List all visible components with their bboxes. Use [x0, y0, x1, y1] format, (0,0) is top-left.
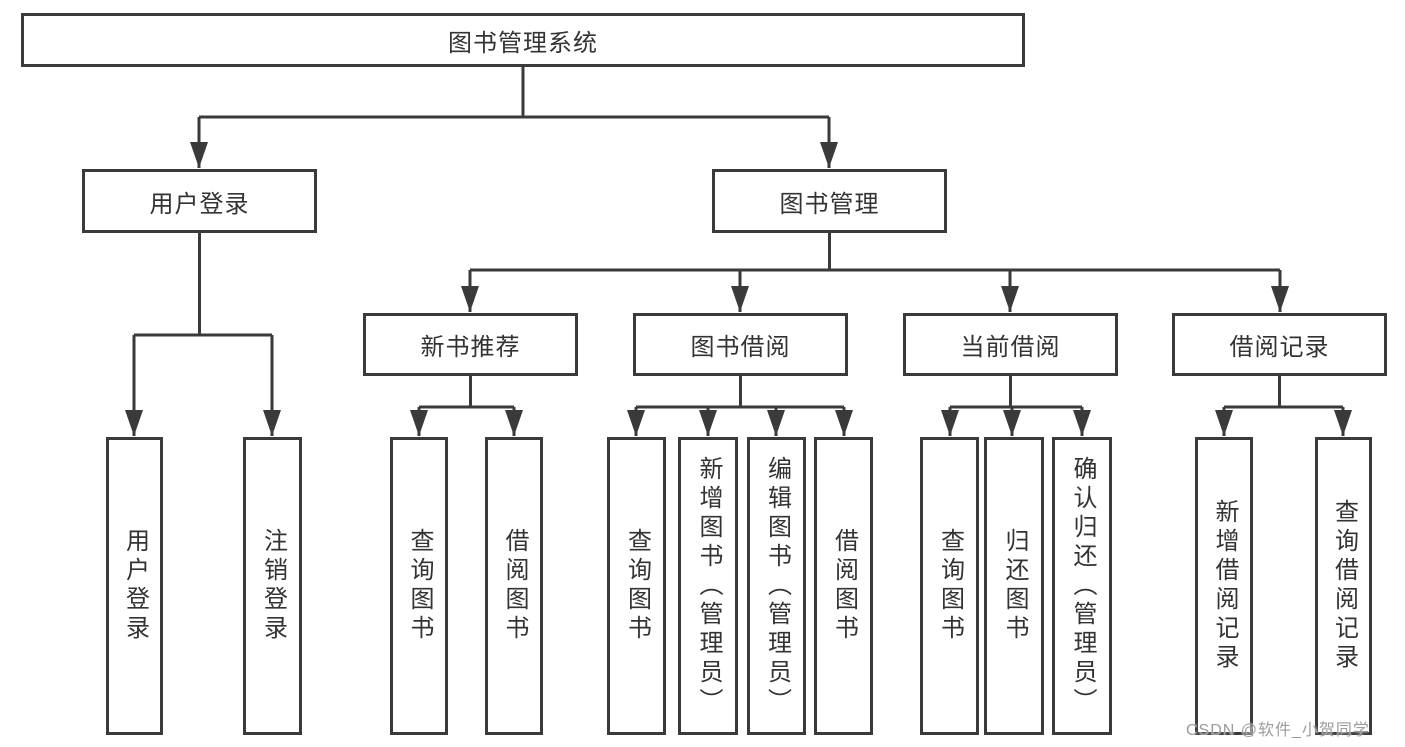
- node-user-login-label: 用户登录: [149, 190, 250, 218]
- node-new-book-recommend-label: 新书推荐: [420, 334, 521, 361]
- node-query-books-current-label: 查询图书: [936, 528, 964, 644]
- node-book-management: 图书管理: [712, 169, 947, 233]
- connector-borrowing-records: [1224, 374, 1343, 409]
- node-borrow-books-recommend: 借阅图书: [485, 437, 543, 735]
- node-borrow-books-recommend-label: 借阅图书: [501, 528, 528, 644]
- node-user-login-leaf: 用户登录: [106, 437, 163, 735]
- node-book-management-label: 图书管理: [779, 190, 880, 218]
- node-query-books-current: 查询图书: [920, 437, 979, 735]
- node-new-book-recommend: 新书推荐: [363, 313, 578, 376]
- node-query-borrow-record: 查询借阅记录: [1315, 437, 1372, 735]
- node-add-borrow-record-label: 新增借阅记录: [1211, 499, 1238, 673]
- node-confirm-return-admin: 确认归还（管理员）: [1052, 437, 1112, 735]
- node-add-books-admin-label: 新增图书（管理员）: [695, 455, 722, 717]
- node-user-login: 用户登录: [82, 169, 317, 233]
- node-return-books-label: 归还图书: [1001, 528, 1028, 644]
- node-query-borrow-record-label: 查询借阅记录: [1330, 499, 1358, 673]
- connector-user-login: [134, 231, 272, 337]
- node-borrowing-records: 借阅记录: [1172, 313, 1387, 376]
- connector-book-borrowing: [636, 374, 844, 409]
- node-borrow-books-borrowing-label: 借阅图书: [830, 528, 858, 644]
- watermark: CSDN @软件_小贺同学: [1186, 722, 1370, 739]
- connector-current-borrowing: [950, 374, 1082, 409]
- node-edit-books-admin: 编辑图书（管理员）: [747, 437, 806, 735]
- node-current-borrowing: 当前借阅: [903, 313, 1118, 376]
- connector-root: [199, 66, 829, 119]
- node-return-books: 归还图书: [984, 437, 1044, 735]
- node-confirm-return-admin-label: 确认归还（管理员）: [1069, 455, 1096, 717]
- node-book-borrowing: 图书借阅: [633, 313, 848, 376]
- node-query-books-borrowing-label: 查询图书: [623, 528, 651, 644]
- node-library-system: 图书管理系统: [21, 13, 1025, 67]
- node-add-books-admin: 新增图书（管理员）: [678, 437, 738, 735]
- node-edit-books-admin-label: 编辑图书（管理员）: [763, 455, 791, 717]
- node-borrowing-records-label: 借阅记录: [1229, 334, 1330, 361]
- node-logout-leaf: 注销登录: [243, 437, 302, 735]
- node-user-login-leaf-label: 用户登录: [121, 528, 149, 644]
- node-logout-leaf-label: 注销登录: [259, 528, 287, 644]
- node-current-borrowing-label: 当前借阅: [960, 334, 1061, 361]
- node-query-books-recommend-label: 查询图书: [406, 528, 433, 644]
- node-book-borrowing-label: 图书借阅: [690, 334, 791, 361]
- connector-new-book-recommend: [419, 374, 514, 409]
- node-query-books-borrowing: 查询图书: [607, 437, 666, 735]
- node-query-books-recommend: 查询图书: [390, 437, 448, 735]
- node-library-system-label: 图书管理系统: [448, 29, 598, 57]
- connector-book-management: [470, 231, 1280, 272]
- node-borrow-books-borrowing: 借阅图书: [814, 437, 873, 735]
- node-add-borrow-record: 新增借阅记录: [1195, 437, 1253, 735]
